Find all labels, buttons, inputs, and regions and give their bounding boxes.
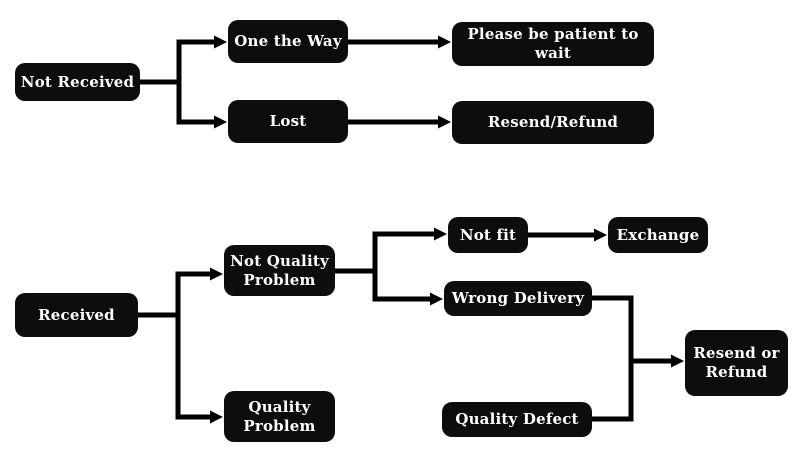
node-received: Received [15, 293, 138, 337]
node-not-fit: Not fit [448, 217, 528, 253]
node-not-quality-problem: Not Quality Problem [224, 245, 335, 296]
node-one-the-way: One the Way [228, 20, 348, 63]
node-please-be-patient-to-wait: Please be patient to wait [452, 22, 654, 66]
node-exchange: Exchange [608, 217, 708, 253]
node-resend-refund: Resend/Refund [452, 101, 654, 144]
node-quality-defect: Quality Defect [442, 402, 592, 437]
node-resend-or-refund: Resend or Refund [685, 330, 788, 396]
node-not-received: Not Received [15, 63, 140, 101]
node-lost: Lost [228, 100, 348, 143]
node-quality-problem: Quality Problem [224, 391, 335, 442]
node-wrong-delivery: Wrong Delivery [444, 281, 592, 316]
